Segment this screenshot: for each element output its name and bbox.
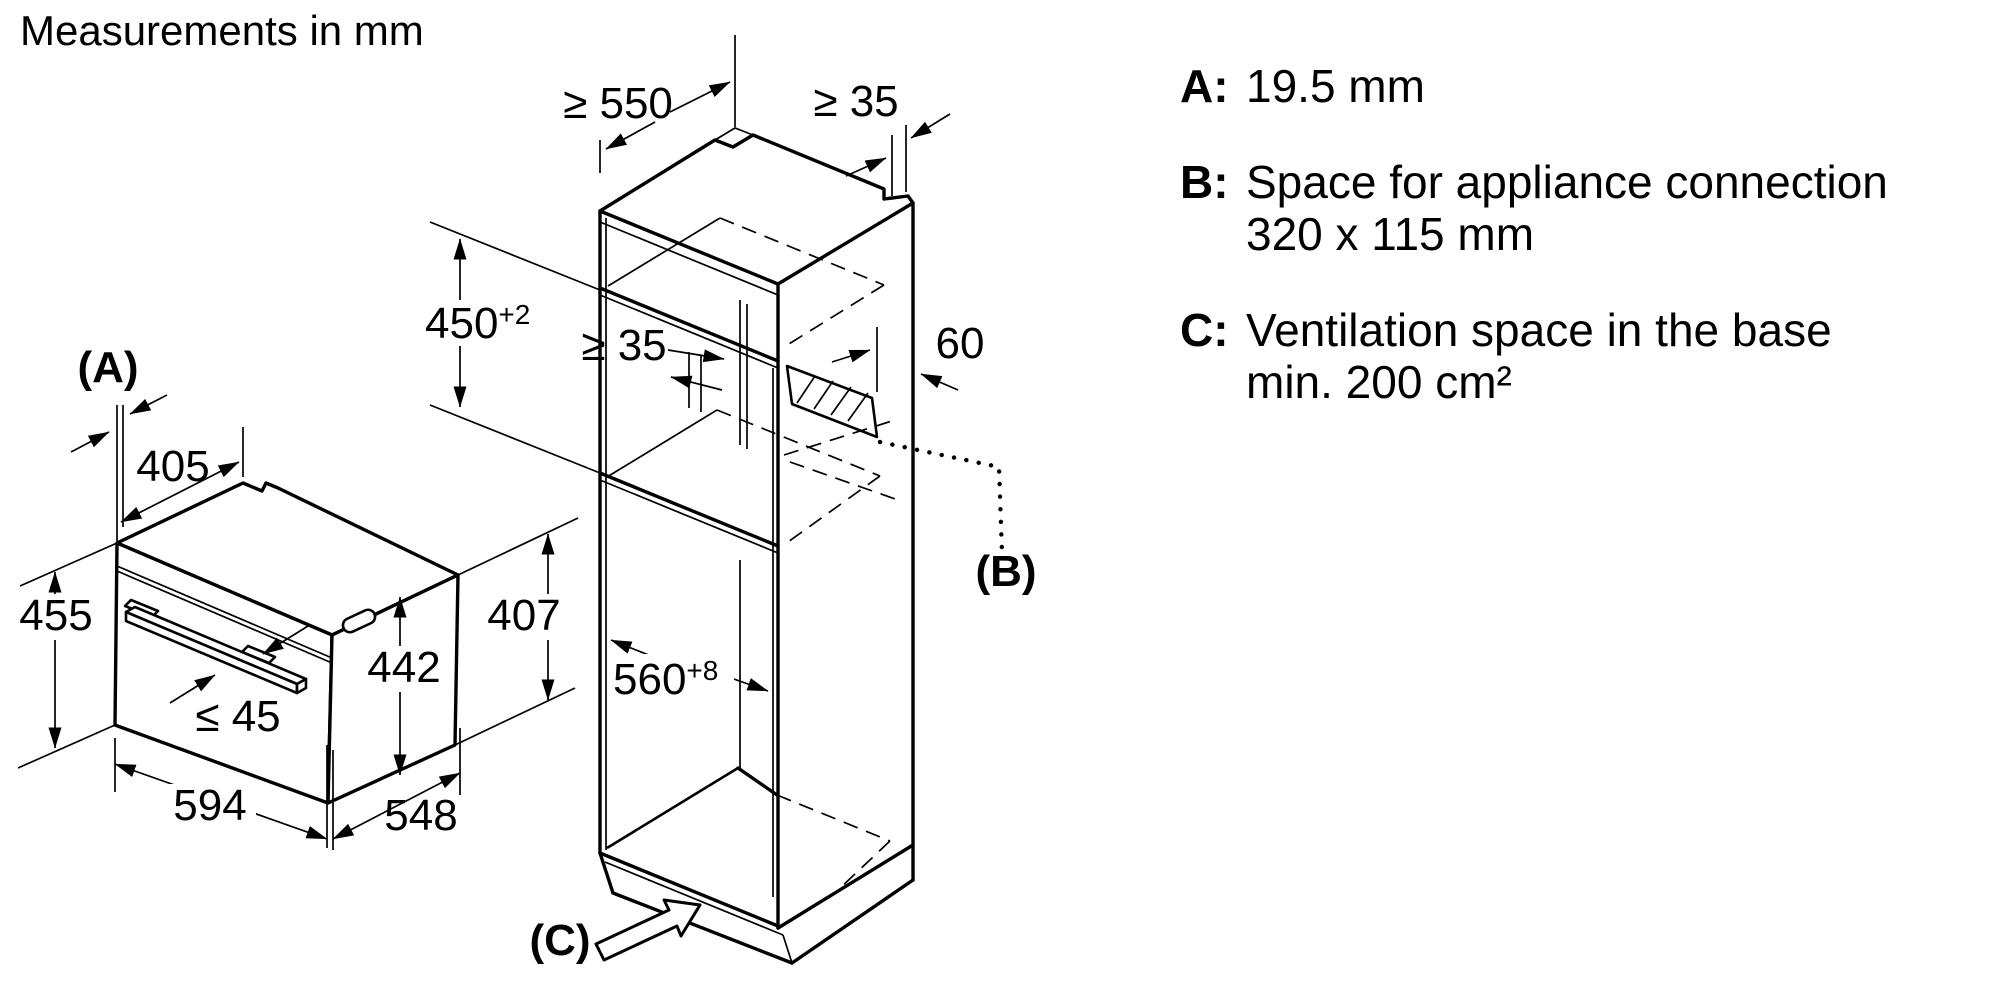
callout-b: (B) — [975, 547, 1036, 596]
legend-text-c-line1: Ventilation space in the base — [1246, 304, 1832, 356]
legend-text-b-line1: Space for appliance connection — [1246, 156, 1888, 208]
dim-top-rear-gap-label: ≥ 35 — [813, 77, 898, 126]
legend: A: 19.5 mm B: Space for appliance connec… — [1180, 60, 1970, 452]
handle-bar-end — [295, 677, 308, 695]
dim-inner-rear-gap-label: ≥ 35 — [581, 321, 666, 370]
legend-key-c: C: — [1180, 304, 1229, 356]
legend-key-a: A: — [1180, 60, 1229, 112]
oven-drawing: (A) 405 455 ≤ 45 442 407 — [14, 343, 579, 850]
dim-connection-offset-label: 60 — [936, 319, 985, 368]
cabinet-top-face — [598, 133, 915, 286]
dim-top-depth-label: 405 — [136, 442, 209, 491]
ventilation-arrow — [594, 898, 702, 962]
dim-rear-height-label: 407 — [487, 591, 560, 640]
dim-front-height-label: 455 — [19, 591, 92, 640]
legend-item-b: B: Space for appliance connection 320 x … — [1180, 156, 1970, 260]
connection-leader-dots — [877, 439, 1005, 556]
legend-text-c-line2: min. 200 cm² — [1246, 356, 1512, 408]
dim-width-label: 594 — [173, 781, 246, 830]
cabinet-top-notch — [714, 127, 754, 141]
legend-item-a: A: 19.5 mm — [1180, 60, 1970, 112]
dim-min-depth-label: ≥ 550 — [563, 79, 673, 128]
dim-door-height-label: 442 — [367, 643, 440, 692]
connection-space-hatch — [785, 364, 879, 439]
dim-niche-width-label: 560+8 — [613, 655, 718, 704]
side-grip-recess — [341, 608, 377, 634]
legend-text-b-line2: 320 x 115 mm — [1246, 208, 1535, 260]
legend-text-a: 19.5 mm — [1246, 60, 1425, 112]
callout-c: (C) — [529, 916, 590, 965]
legend-key-b: B: — [1180, 156, 1229, 208]
cabinet-drawing: ≥ 550 ≥ 35 450+2 ≥ 35 60 — [420, 35, 1037, 965]
callout-a: (A) — [77, 343, 138, 392]
dim-niche-height-label: 450+2 — [425, 299, 530, 348]
dim-handle-depth-label: ≤ 45 — [195, 692, 280, 741]
dim-depth-label: 548 — [384, 791, 457, 840]
legend-item-c: C: Ventilation space in the base min. 20… — [1180, 304, 1970, 408]
page-title: Measurements in mm — [20, 7, 424, 54]
